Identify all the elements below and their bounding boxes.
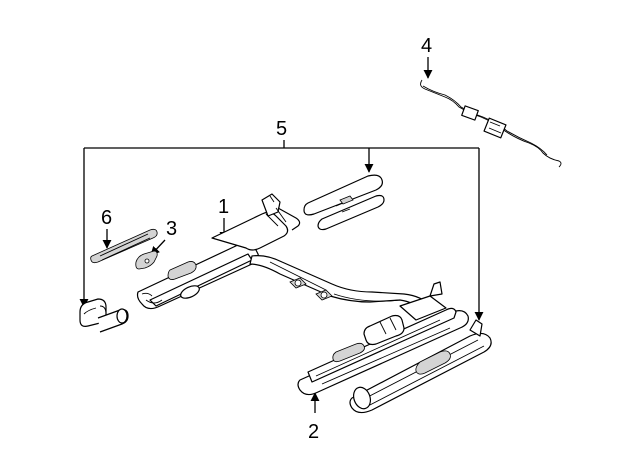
right-rail-upper bbox=[297, 310, 469, 396]
part-5-cover-left bbox=[79, 298, 129, 333]
part-4-cable bbox=[420, 79, 562, 168]
leader-lines bbox=[79, 57, 484, 413]
cable-clip bbox=[461, 105, 479, 121]
callout-3: 3 bbox=[166, 218, 177, 240]
part-1-frame bbox=[136, 193, 447, 321]
cable-connector bbox=[483, 117, 507, 139]
callout-6: 6 bbox=[101, 207, 112, 229]
diagonal-member bbox=[249, 255, 431, 311]
callout-5: 5 bbox=[276, 118, 287, 140]
callout-4: 4 bbox=[421, 35, 432, 57]
callout-1: 1 bbox=[218, 196, 229, 218]
part-2-rail bbox=[297, 307, 492, 414]
part-3-bracket bbox=[135, 250, 158, 270]
part-6-strip bbox=[90, 228, 158, 264]
callout-2: 2 bbox=[308, 421, 319, 443]
part-5-cover-center bbox=[303, 174, 385, 231]
